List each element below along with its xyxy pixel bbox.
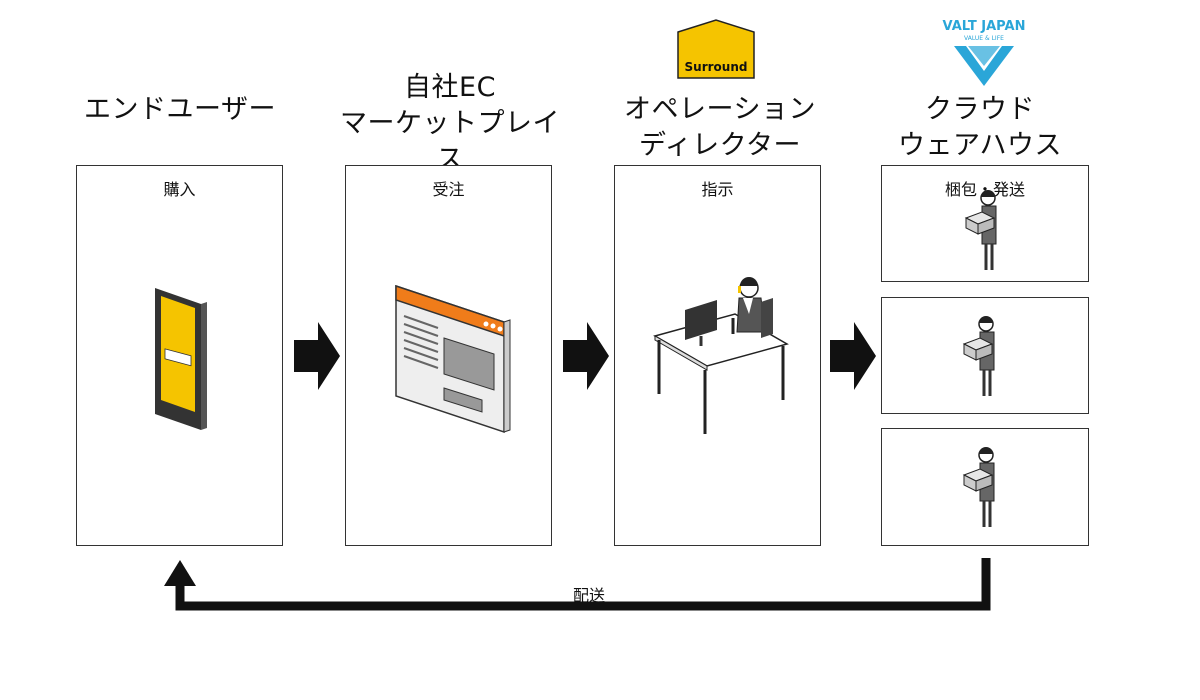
worker-carrying-box-icon <box>962 447 995 527</box>
box-label-order-received: 受注 <box>432 180 465 199</box>
surround-logo: Surround <box>677 19 755 79</box>
box-label-instruction: 指示 <box>701 180 734 199</box>
surround-logo-text: Surround <box>685 60 748 74</box>
stage-box-operation-director: 指示 <box>614 165 821 546</box>
stage-box-cloud-warehouse-1: 梱包・発送 <box>881 165 1089 282</box>
stage-title-end-user: エンドユーザー <box>70 92 290 128</box>
delivery-return-arrow <box>164 558 991 611</box>
stage-box-cloud-warehouse-2 <box>881 297 1089 414</box>
box-label-pack-ship: 梱包・発送 <box>944 180 1025 199</box>
delivery-label: 配送 <box>573 586 606 605</box>
flow-arrow-1 <box>294 322 340 390</box>
stage-title-line: マーケットプレイス <box>340 108 560 175</box>
flow-arrow-2 <box>563 322 609 390</box>
stage-box-end-user: 購入 <box>76 165 283 546</box>
stage-title-line: クラウド <box>925 94 1035 125</box>
web-browser-icon <box>395 284 511 434</box>
smartphone-icon <box>155 288 207 430</box>
stage-title-marketplace: 自社EC マーケットプレイス <box>330 70 570 178</box>
stage-title-cloud-warehouse: クラウド ウェアハウス <box>870 92 1090 164</box>
stage-box-marketplace: 受注 <box>345 165 552 546</box>
stage-title-line: ディレクター <box>638 130 802 161</box>
flow-arrow-3 <box>830 322 876 390</box>
box-label-purchase: 購入 <box>163 180 196 199</box>
operator-at-desk-icon <box>653 277 789 434</box>
stage-title-operation-director: オペレーション ディレクター <box>600 92 840 164</box>
valt-japan-logo-text: VALT JAPAN <box>943 19 1026 34</box>
stage-title-line: 自社EC <box>404 72 496 103</box>
stage-title-line: ウェアハウス <box>898 130 1062 161</box>
stage-box-cloud-warehouse-3 <box>881 428 1089 546</box>
valt-japan-logo: VALT JAPAN VALUE & LIFE <box>943 19 1026 86</box>
valt-japan-logo-subtext: VALUE & LIFE <box>964 35 1004 42</box>
worker-carrying-box-icon <box>964 190 997 270</box>
stage-title-line: オペレーション <box>624 94 816 125</box>
worker-carrying-box-icon <box>962 316 995 396</box>
stage-title-line: エンドユーザー <box>84 94 276 125</box>
